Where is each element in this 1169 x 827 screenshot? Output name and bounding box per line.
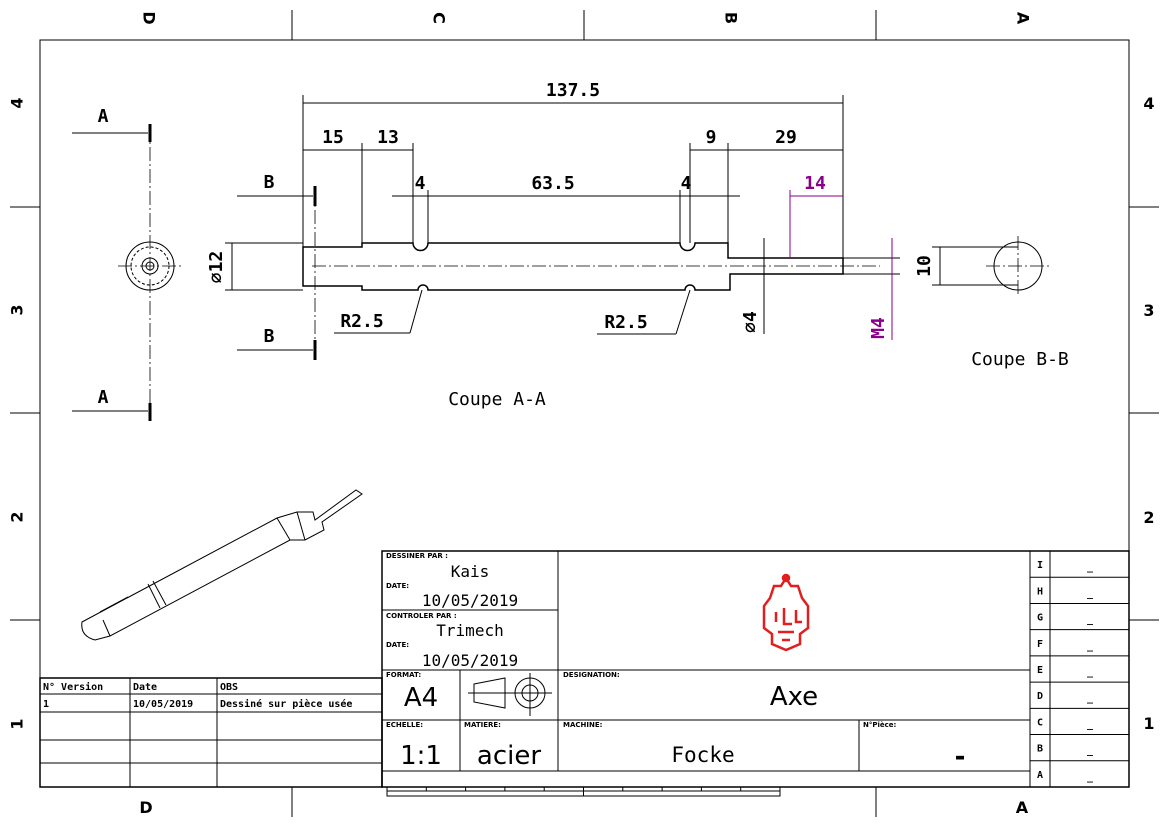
dim-13: 13	[377, 127, 399, 148]
dim-groove1: 4	[415, 173, 426, 194]
projection-symbol-icon	[468, 673, 552, 716]
dim-diameter-4: ⌀4	[740, 311, 761, 333]
caption-section-a: Coupe A-A	[448, 389, 546, 410]
zone-right-2: 2	[1143, 508, 1154, 527]
revision-letter: G	[1037, 613, 1043, 624]
revision-value: _	[1087, 667, 1094, 678]
zone-left-2: 2	[8, 511, 27, 522]
isometric-view	[81, 489, 363, 641]
title-block: DESSINER PAR : Kais DATE: 10/05/2019 CON…	[381, 550, 1130, 788]
dim-radius-2: R2.5	[604, 312, 647, 333]
revision-letter: F	[1037, 639, 1043, 650]
dim-overall-length: 137.5	[546, 80, 600, 101]
zone-top-b: B	[722, 12, 741, 24]
dim-flat-10: 10	[914, 255, 935, 277]
section-b-label-bottom: B	[264, 326, 275, 347]
zone-top-d: D	[140, 11, 159, 24]
revision-letter: B	[1037, 744, 1043, 755]
section-b-label-top: B	[264, 172, 275, 193]
version-table: N° Version Date OBS 1 10/05/2019 Dessiné…	[39, 677, 383, 788]
section-b-view: 10 Coupe B-B	[914, 236, 1069, 370]
section-a-label-top: A	[98, 106, 109, 127]
revision-value: _	[1087, 746, 1094, 757]
part-no: -	[955, 742, 966, 772]
scale: 1:1	[400, 741, 442, 771]
date-cell: 10/05/2019	[133, 699, 193, 710]
revision-value: _	[1087, 641, 1094, 652]
designation-label: DESIGNATION:	[563, 671, 620, 679]
dim-29: 29	[775, 127, 797, 148]
date2-label: DATE:	[386, 641, 409, 649]
zone-left-1: 1	[8, 718, 27, 729]
obs-cell: Dessiné sur pièce usée	[220, 698, 352, 710]
dim-63-5: 63.5	[531, 173, 574, 194]
revision-value: _	[1087, 615, 1094, 626]
dim-15: 15	[322, 127, 344, 148]
dim-thread-m4: M4	[868, 317, 889, 339]
revision-value: _	[1087, 719, 1094, 730]
zone-ticks	[10, 10, 1159, 817]
dim-groove2: 4	[681, 173, 692, 194]
revision-value: _	[1087, 588, 1094, 599]
checked-by: Trimech	[436, 621, 503, 640]
revision-value: _	[1087, 562, 1094, 573]
designation: Axe	[770, 682, 818, 712]
format-label: FORMAT:	[386, 671, 421, 679]
material-label: MATIERE:	[464, 721, 501, 729]
dim-radius-1: R2.5	[340, 311, 383, 332]
dim-9: 9	[706, 127, 717, 148]
format: A4	[404, 683, 438, 713]
revision-letter: C	[1037, 717, 1043, 728]
end-view: A A	[72, 106, 182, 421]
revision-letter: H	[1037, 586, 1043, 597]
drawn-by-label: DESSINER PAR :	[386, 552, 448, 560]
checked-by-label: CONTROLER PAR :	[386, 612, 457, 620]
revision-letter: I	[1037, 560, 1043, 571]
section-a-label-bottom: A	[98, 387, 109, 408]
section-a-view: B B 137.5 15 13 9 29 4 63.5 4	[206, 80, 900, 410]
scale-label: ECHELLE:	[386, 721, 423, 729]
revision-letter: E	[1037, 665, 1043, 676]
zone-bottom-d: D	[139, 798, 152, 817]
zone-right-3: 3	[1143, 301, 1154, 320]
date1-label: DATE:	[386, 582, 409, 590]
dim-diameter-12: ⌀12	[206, 251, 227, 284]
dim-thread-length: 14	[804, 173, 826, 194]
date1: 10/05/2019	[422, 591, 518, 610]
zone-top-a: A	[1014, 12, 1033, 25]
zone-left-4: 4	[8, 97, 27, 108]
machine-label: MACHINE:	[563, 721, 603, 729]
zone-labels: D C B A D A 4 3 2 1 4 3 2 1	[8, 11, 1155, 817]
part-no-label: N°Pièce:	[863, 721, 897, 729]
obs-header: OBS	[220, 682, 238, 693]
zone-right-4: 4	[1143, 94, 1154, 113]
revision-letter: A	[1037, 770, 1043, 781]
date-header: Date	[133, 682, 157, 693]
revision-value: _	[1087, 693, 1094, 704]
zone-bottom-a: A	[1016, 798, 1029, 817]
version-cell: 1	[43, 699, 49, 710]
version-header: N° Version	[43, 681, 103, 693]
drawn-by: Kais	[451, 562, 490, 581]
company-logo	[762, 573, 810, 652]
revision-value: _	[1087, 772, 1094, 783]
zone-right-1: 1	[1143, 714, 1154, 733]
machine: Focke	[671, 743, 734, 767]
material: acier	[477, 741, 541, 771]
caption-section-b: Coupe B-B	[971, 349, 1069, 370]
date2: 10/05/2019	[422, 651, 518, 670]
zone-top-c: C	[430, 12, 449, 24]
zone-left-3: 3	[8, 304, 27, 315]
revision-letter: D	[1037, 691, 1043, 702]
